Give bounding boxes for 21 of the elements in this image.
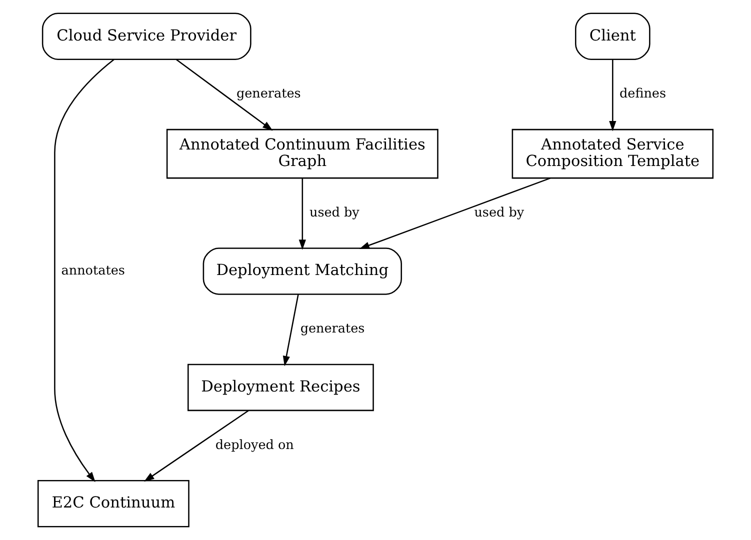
node-box: E2C Continuum [37,480,190,528]
arrow [176,59,273,131]
node-box: Client [575,12,650,60]
edge-label: annotates [61,263,125,278]
edge-label: generates [236,86,301,102]
edge-label: used by [309,205,360,220]
node-box: Cloud Service Provider [42,12,252,60]
edge-label: defines [620,86,666,102]
arrow [359,178,550,249]
arrow [282,294,299,366]
node-box: Deployment Matching [202,248,402,295]
arrow [298,178,306,250]
node-box: Deployment Recipes [188,364,374,412]
arrow [609,60,616,132]
arrow [144,410,249,482]
node-box: Annotated Continuum Facilities Graph [166,128,438,179]
edge-label: deployed on [215,438,294,453]
arrow [54,58,114,482]
node-box: Annotated Service Composition Template [512,128,714,179]
edge-label: used by [474,205,524,220]
edge-label: generates [300,322,365,337]
